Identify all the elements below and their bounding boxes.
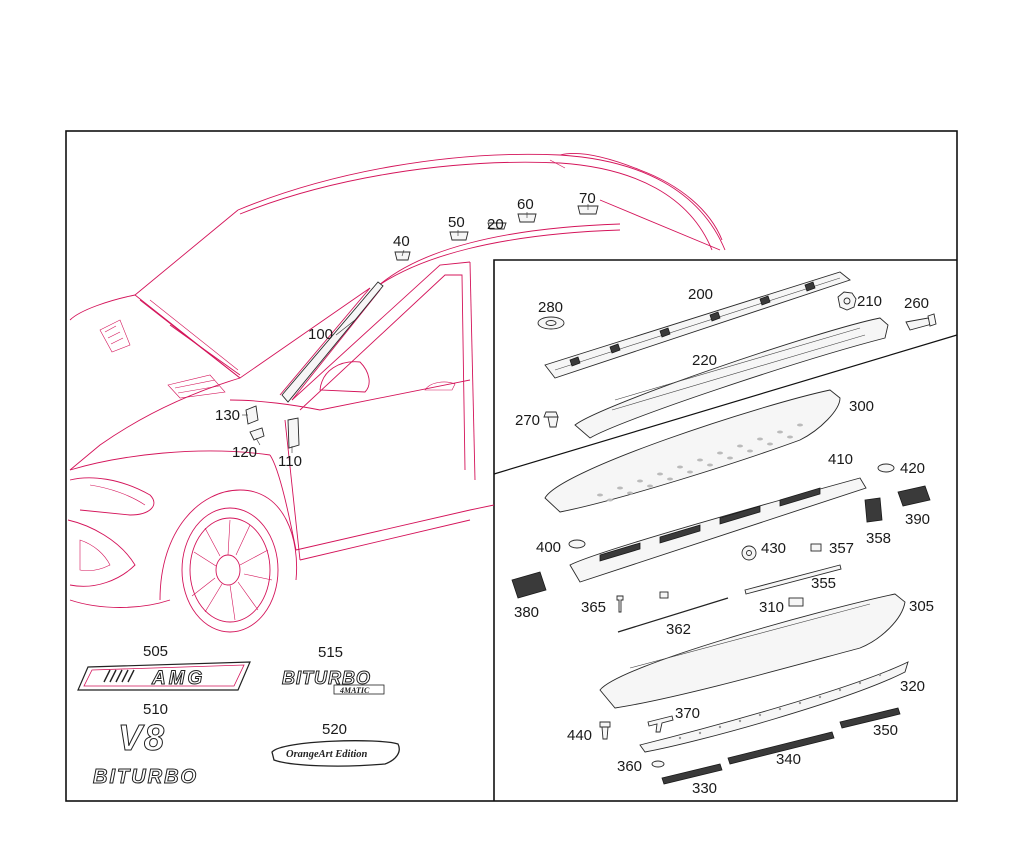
- part-357-clip: [810, 543, 822, 552]
- emblem-505-amg: AMG: [77, 661, 251, 691]
- callout-210: 210: [857, 293, 882, 310]
- part-340-strip: [727, 731, 835, 765]
- part-320-step-plate: [639, 661, 909, 753]
- emblem-amg-text: AMG: [151, 668, 205, 689]
- emblem-520-orangeart: OrangeArt Edition: [271, 740, 400, 767]
- part-305-sill: [599, 593, 906, 709]
- callout-130: 130: [215, 407, 240, 424]
- part-370-clip: [647, 715, 674, 733]
- part-440-clip: [599, 721, 611, 740]
- callout-420: 420: [900, 460, 925, 477]
- callout-340: 340: [776, 751, 801, 768]
- part-360-grommet: [651, 760, 665, 768]
- callout-515: 515: [318, 644, 343, 661]
- emblem-510-v8-biturbo: V8 BITURBO: [93, 717, 198, 789]
- vehicle-outline: [67, 153, 726, 633]
- car-leader-lines: [242, 204, 589, 453]
- callout-350: 350: [873, 722, 898, 739]
- callout-440: 440: [567, 727, 592, 744]
- part-410-support: [569, 477, 867, 583]
- diagram-frame: [65, 130, 958, 802]
- part-420-grommet: [877, 463, 895, 473]
- callout-260: 260: [904, 295, 929, 312]
- callout-120: 120: [232, 444, 257, 461]
- part-310-clip: [788, 597, 804, 607]
- part-390-block: [897, 485, 931, 507]
- emblem-4matic-text: 4MATIC: [339, 686, 370, 695]
- emblem-biturbo-text: BITURBO: [93, 766, 198, 788]
- callout-60: 60: [517, 196, 534, 213]
- callout-400: 400: [536, 539, 561, 556]
- callout-305: 305: [909, 598, 934, 615]
- part-330-strip: [661, 763, 723, 785]
- callout-50: 50: [448, 214, 465, 231]
- callout-110: 110: [278, 453, 302, 470]
- callout-20: 20: [487, 216, 504, 233]
- callout-100: 100: [308, 326, 333, 343]
- part-350-strip: [839, 707, 901, 729]
- callout-410: 410: [828, 451, 853, 468]
- callout-200: 200: [688, 286, 713, 303]
- callout-505: 505: [143, 643, 168, 660]
- part-220-trim: [574, 317, 889, 439]
- inset-box-border: [493, 259, 957, 801]
- part-260-clip: [905, 317, 933, 331]
- part-300-pattern: [597, 423, 803, 502]
- emblem-biturbo-4matic-text: BITURBO: [282, 668, 371, 688]
- callout-355: 355: [811, 575, 836, 592]
- part-358-bracket: [864, 497, 883, 523]
- callout-362: 362: [666, 621, 691, 638]
- callout-380: 380: [514, 604, 539, 621]
- callout-40: 40: [393, 233, 410, 250]
- callout-510: 510: [143, 701, 168, 718]
- part-362-cable: [617, 597, 729, 633]
- part-200-bracket: [544, 271, 851, 379]
- inset-divider: [493, 334, 958, 475]
- emblem-orangeart-text: OrangeArt Edition: [286, 749, 368, 760]
- part-400-grommet: [568, 539, 586, 549]
- callout-360: 360: [617, 758, 642, 775]
- a-pillar-trim: [281, 281, 384, 403]
- part-270-clip: [543, 411, 559, 418]
- callout-labels: 40 50 20 60 70 100 130 120 110 280 200 2…: [143, 190, 934, 797]
- fender-badge-parts: [245, 405, 300, 449]
- callout-70: 70: [579, 190, 596, 207]
- callout-300: 300: [849, 398, 874, 415]
- callout-365: 365: [581, 599, 606, 616]
- callout-520: 520: [322, 721, 347, 738]
- callout-370: 370: [675, 705, 700, 722]
- part-355-strip: [744, 564, 842, 595]
- callout-220: 220: [692, 352, 717, 369]
- emblem-515-biturbo-4matic: BITURBO 4MATIC: [282, 668, 385, 695]
- callout-270: 270: [515, 412, 540, 429]
- part-300-running-board: [544, 389, 841, 513]
- emblem-v8-text: V8: [118, 717, 166, 758]
- part-320-pattern: [678, 673, 882, 740]
- callout-390: 390: [905, 511, 930, 528]
- callout-358: 358: [866, 530, 891, 547]
- callout-330: 330: [692, 780, 717, 797]
- callout-310: 310: [759, 599, 784, 616]
- callout-320: 320: [900, 678, 925, 695]
- roof-clips: [394, 205, 599, 261]
- callout-357: 357: [829, 540, 854, 557]
- callout-280: 280: [538, 299, 563, 316]
- part-380-endcap: [511, 571, 547, 599]
- callout-430: 430: [761, 540, 786, 557]
- part-365-bolt: [616, 595, 624, 613]
